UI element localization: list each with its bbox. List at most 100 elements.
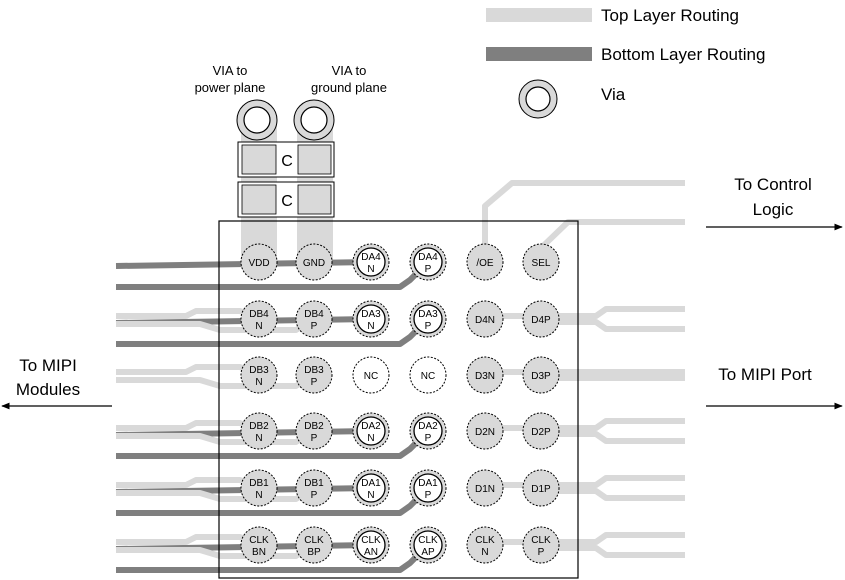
ball-label-line1: CLK xyxy=(531,535,551,546)
ball-label-line2: BP xyxy=(307,547,321,558)
capacitor-2 xyxy=(237,181,335,218)
ball-label-line2: N xyxy=(481,547,488,558)
legend-bottom-layer-label: Bottom Layer Routing xyxy=(601,45,765,64)
ball-label-line2: P xyxy=(311,433,318,444)
via-power-icon xyxy=(236,99,278,141)
via-ground-icon xyxy=(293,99,335,141)
right-trace-n-row5 xyxy=(485,532,685,545)
ball-d2n: D2N xyxy=(466,412,504,450)
ball-label: D3P xyxy=(531,371,551,382)
ball-label-line2: P xyxy=(311,321,318,332)
left-top-n-row2 xyxy=(116,364,261,378)
ball-label-line1: DB1 xyxy=(249,478,269,489)
ball-label-line1: DA4 xyxy=(361,252,381,263)
ball-label: SEL xyxy=(532,258,551,269)
legend-top-layer-swatch xyxy=(486,8,592,22)
ball-d4p: D4P xyxy=(522,300,560,338)
ball-label-line2: N xyxy=(255,377,262,388)
legend-via-label: Via xyxy=(601,85,626,104)
ball-label-line1: CLK xyxy=(304,535,324,546)
left-top-n-row3 xyxy=(116,420,261,434)
ball-d2p: D2P xyxy=(522,412,560,450)
ball-d4n: D4N xyxy=(466,300,504,338)
ball-label-line1: DB3 xyxy=(249,365,269,376)
ball-label: D3N xyxy=(475,371,495,382)
ball-label-line1: DB4 xyxy=(249,309,269,320)
ball-label-line2: N xyxy=(367,490,374,501)
arrow-control-label-line1: To Control xyxy=(734,175,811,194)
ball-label: D1P xyxy=(531,484,551,495)
ball-label-line2: P xyxy=(425,321,432,332)
control-trace-sel xyxy=(538,219,685,262)
top-layer-traces xyxy=(116,180,685,559)
ball-label-line2: P xyxy=(311,490,318,501)
ball-label-line2: P xyxy=(311,377,318,388)
ball-label: NC xyxy=(421,371,435,382)
ball-label-line2: N xyxy=(367,321,374,332)
ball-d1p: D1P xyxy=(522,469,560,507)
ball-label-line1: DA1 xyxy=(361,478,381,489)
ball-label-line2: BN xyxy=(252,547,266,558)
ball-nc: NC xyxy=(409,356,447,394)
ball-label-line1: CLK xyxy=(475,535,495,546)
ball-gnd: GND xyxy=(295,243,333,281)
ball-label: NC xyxy=(364,371,378,382)
ball-label-line2: P xyxy=(425,490,432,501)
right-trace-n-row4 xyxy=(485,475,685,488)
capacitor-1-label: C xyxy=(281,153,293,170)
ball-label-line2: N xyxy=(255,490,262,501)
ball-label-line2: N xyxy=(367,433,374,444)
ball-label-line2: N xyxy=(367,264,374,275)
ball-label: D1N xyxy=(475,484,495,495)
right-trace-p-row5 xyxy=(541,545,685,558)
right-trace-n-row3 xyxy=(485,418,685,431)
ball-d3p: D3P xyxy=(522,356,560,394)
right-trace-n-row1 xyxy=(485,306,685,319)
ball-label-line2: N xyxy=(255,433,262,444)
legend-bottom-layer-swatch xyxy=(486,47,592,61)
ball-label-line1: CLK xyxy=(249,535,269,546)
ball-label-line2: P xyxy=(538,547,545,558)
ball-label-line1: DA3 xyxy=(361,309,381,320)
ball-d1n: D1N xyxy=(466,469,504,507)
left-top-n-row4 xyxy=(116,477,261,491)
ball-label-line1: DB4 xyxy=(304,309,324,320)
ball-label-line1: DA3 xyxy=(418,309,438,320)
ball-label-line1: DA4 xyxy=(418,252,438,263)
capacitor-2-label: C xyxy=(281,193,293,210)
arrow-mipi-modules-label-line2: Modules xyxy=(16,380,80,399)
via-ground-label-line2: ground plane xyxy=(311,80,387,95)
ball-label-line1: DA1 xyxy=(418,478,438,489)
ball-label-line1: DB1 xyxy=(304,478,324,489)
ball-oe: /OE xyxy=(466,243,504,281)
via-power-label-line1: VIA to xyxy=(213,63,248,78)
ball-label-line1: DB2 xyxy=(249,421,269,432)
via-ground-label-line1: VIA to xyxy=(332,63,367,78)
right-trace-p-row1 xyxy=(541,319,685,332)
left-top-p-row2 xyxy=(116,372,316,389)
via-power-label-line2: power plane xyxy=(195,80,266,95)
control-trace-oe xyxy=(482,180,685,262)
ball-label-line1: CLK xyxy=(418,535,438,546)
right-trace-p-row4 xyxy=(541,488,685,501)
ball-label-line2: P xyxy=(425,433,432,444)
